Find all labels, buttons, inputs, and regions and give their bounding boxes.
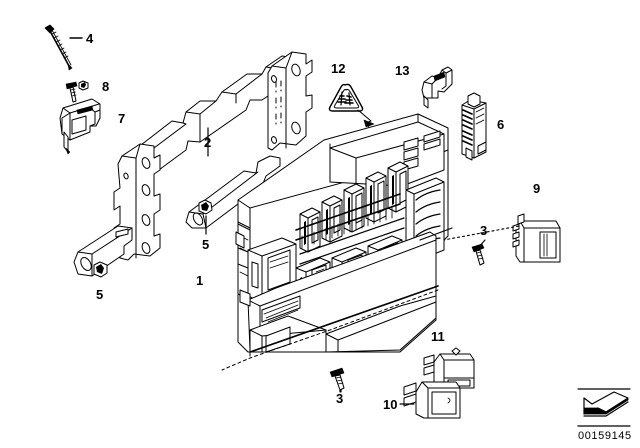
part-screw-right: [471, 243, 485, 266]
callout-8: 8: [102, 79, 110, 94]
chevron-arrow-logo: [583, 391, 629, 417]
part-relay-module-lower: [403, 381, 461, 419]
leader-9: [432, 225, 520, 243]
leader-1-dotted: [221, 289, 439, 371]
callout-3-bottom: 3: [336, 391, 344, 406]
part-multi-pin-connector: [461, 92, 487, 161]
leader-3-right: [477, 239, 486, 249]
part-small-bracket: [59, 98, 101, 155]
callout-6: 6: [497, 117, 505, 132]
callout-2: 2: [204, 135, 212, 150]
part-warning-label: [328, 83, 375, 128]
callout-13: 13: [395, 63, 410, 78]
part-retaining-clip: [421, 66, 453, 109]
part-fuse-box-assembly: [235, 113, 453, 357]
part-nut-5-upper: [198, 199, 213, 215]
part-long-screw: [44, 24, 73, 71]
callout-5-upper: 5: [202, 237, 210, 252]
callout-7: 7: [118, 111, 126, 126]
part-nut-8: [78, 80, 89, 91]
part-relay-module-upper: [423, 347, 475, 389]
part-screw-7-fastener: [65, 81, 78, 103]
part-relay-large: [512, 213, 561, 263]
part-nut-5-lower: [93, 261, 108, 278]
callout-12: 12: [331, 61, 346, 76]
callout-4: 4: [86, 31, 94, 46]
part-screw-bottom: [329, 367, 345, 391]
part-main-mounting-bracket: [73, 51, 313, 277]
callout-5-lower: 5: [96, 287, 104, 302]
callout-1: 1: [196, 273, 204, 288]
callout-3-right: 3: [480, 223, 488, 238]
callout-11: 11: [431, 329, 445, 344]
part-number-label: 00159145: [578, 430, 632, 442]
callout-10: 10: [383, 397, 398, 412]
callout-9: 9: [533, 181, 541, 196]
logo-frame: [577, 388, 631, 427]
